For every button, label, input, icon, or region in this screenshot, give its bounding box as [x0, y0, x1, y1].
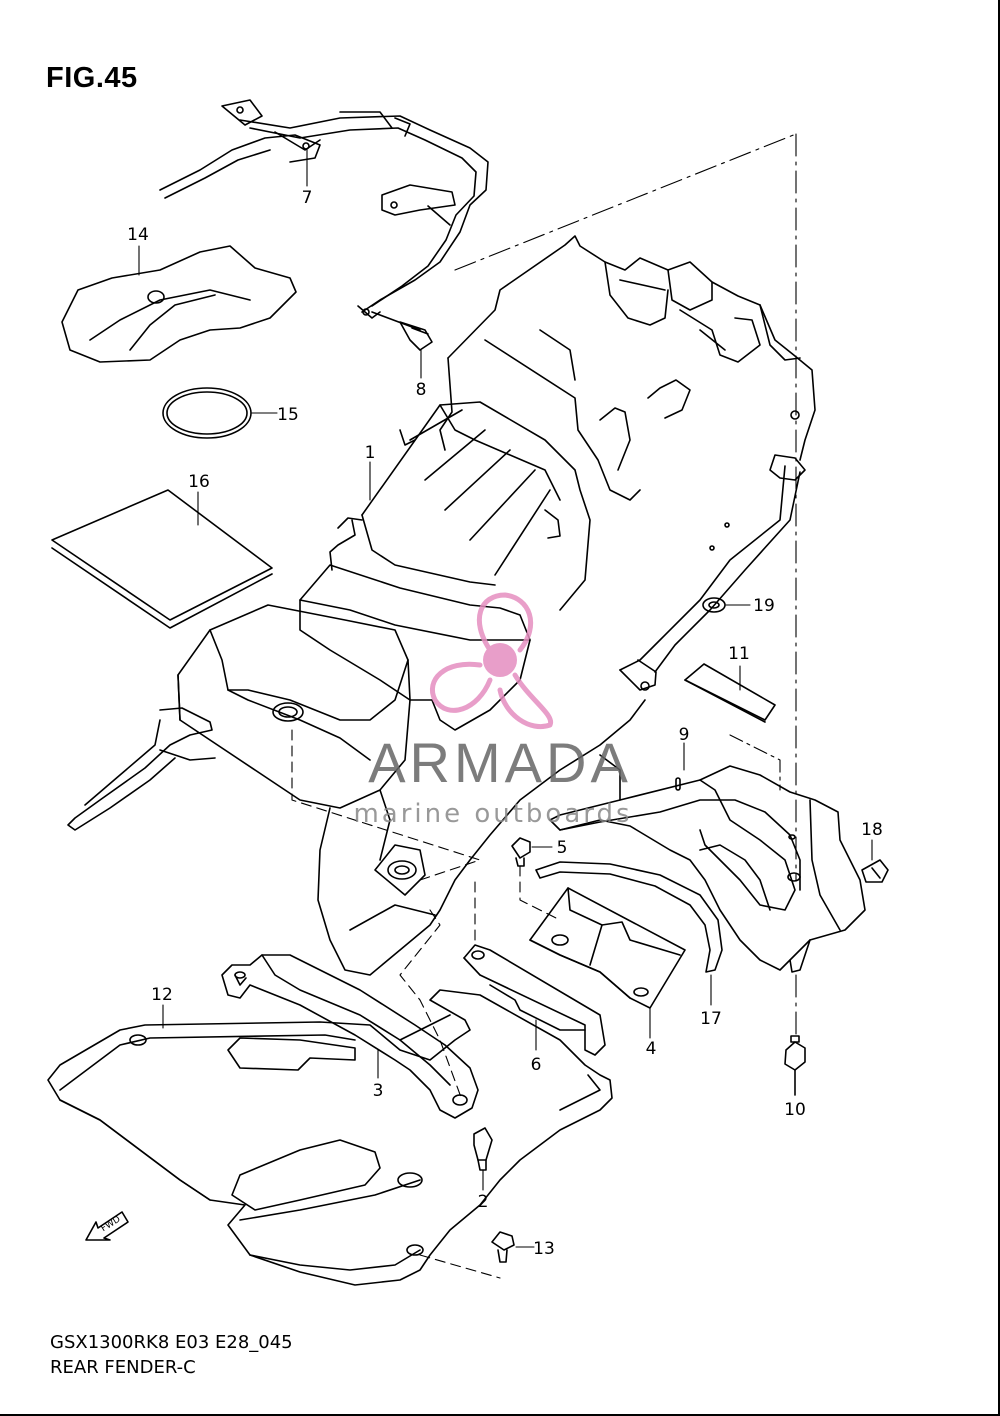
callout-1: 1 — [365, 443, 376, 463]
callout-12: 12 — [151, 985, 173, 1005]
part-13-rivet — [491, 1231, 515, 1263]
figure-caption: REAR FENDER-C — [50, 1357, 196, 1378]
part-7-rear-bracket — [159, 99, 489, 319]
part-11-pad — [684, 663, 776, 723]
callout-15: 15 — [277, 405, 299, 425]
callout-13: 13 — [533, 1239, 555, 1259]
part-17-seal — [535, 861, 723, 973]
part-2-screw — [473, 1127, 493, 1171]
callout-18: 18 — [861, 820, 883, 840]
callout-19: 19 — [753, 596, 775, 616]
part-1-rear-fender — [67, 235, 816, 976]
callout-17: 17 — [700, 1009, 722, 1029]
figure-title: FIG.45 — [46, 62, 138, 94]
callout-10: 10 — [784, 1100, 806, 1120]
callout-2: 2 — [478, 1192, 489, 1212]
part-15-ring — [162, 387, 252, 439]
callout-5: 5 — [557, 838, 568, 858]
callout-3: 3 — [373, 1081, 384, 1101]
propeller-icon — [429, 592, 554, 729]
part-10-bolt — [784, 1035, 806, 1096]
model-code: GSX1300RK8 E03 E28_045 — [50, 1332, 293, 1353]
part-15-ring-inner — [166, 391, 248, 435]
part-16-pad — [51, 489, 273, 629]
callout-4: 4 — [646, 1039, 657, 1059]
callout-14: 14 — [127, 225, 149, 245]
watermark-logo: ARMADA marine outboards — [353, 592, 632, 829]
callout-16: 16 — [188, 472, 210, 492]
fwd-arrow-icon — [85, 1211, 129, 1241]
watermark-tagline: marine outboards — [353, 799, 632, 829]
part-6-bracket — [463, 944, 606, 1056]
callout-7: 7 — [302, 188, 313, 208]
part-8-bolt — [371, 311, 433, 351]
part-9-rear-bracket — [549, 765, 866, 973]
watermark-brand: ARMADA — [368, 731, 632, 794]
callout-6: 6 — [531, 1055, 542, 1075]
part-12-undercover — [47, 989, 613, 1286]
part-19-washer-hole — [708, 601, 720, 609]
part-3-stay — [221, 954, 479, 1119]
part-14-cover — [61, 245, 297, 363]
callout-11: 11 — [728, 644, 750, 664]
part-4-bracket — [529, 887, 686, 1009]
part-18-connector — [861, 859, 889, 883]
callout-9: 9 — [679, 725, 690, 745]
part-19-washer — [702, 597, 726, 613]
callout-8: 8 — [416, 380, 427, 400]
part-5-clip — [511, 837, 531, 867]
